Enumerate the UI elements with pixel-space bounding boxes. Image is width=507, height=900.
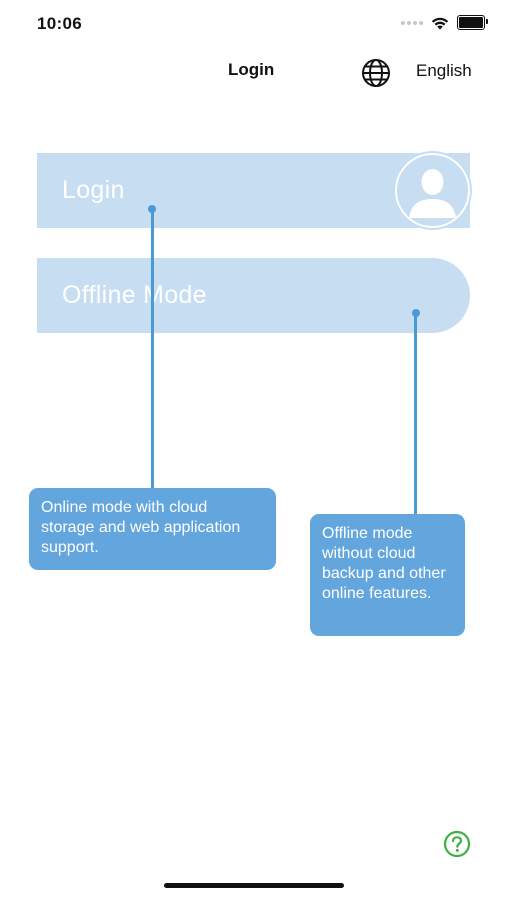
battery-icon [457, 15, 488, 30]
page-title: Login [228, 60, 275, 79]
status-icons [401, 15, 488, 30]
offline-mode-button[interactable]: Offline Mode [37, 258, 470, 333]
user-silhouette-icon [409, 169, 456, 218]
callout-offline: Offline mode without cloud backup and ot… [310, 514, 465, 636]
login-button-label: Login [62, 176, 125, 204]
callout-online-line [151, 209, 154, 489]
callout-online: Online mode with cloud storage and web a… [29, 488, 276, 570]
callout-offline-line [414, 313, 417, 515]
login-button[interactable]: Login [37, 151, 472, 230]
offline-mode-button-label: Offline Mode [62, 281, 207, 309]
signal-icon [401, 20, 423, 25]
help-icon[interactable] [443, 830, 471, 858]
home-indicator[interactable] [164, 883, 344, 888]
globe-icon[interactable] [360, 57, 392, 89]
wifi-icon [431, 17, 449, 29]
language-selector[interactable]: English [416, 61, 472, 80]
status-time: 10:06 [37, 14, 82, 33]
avatar [393, 151, 472, 230]
